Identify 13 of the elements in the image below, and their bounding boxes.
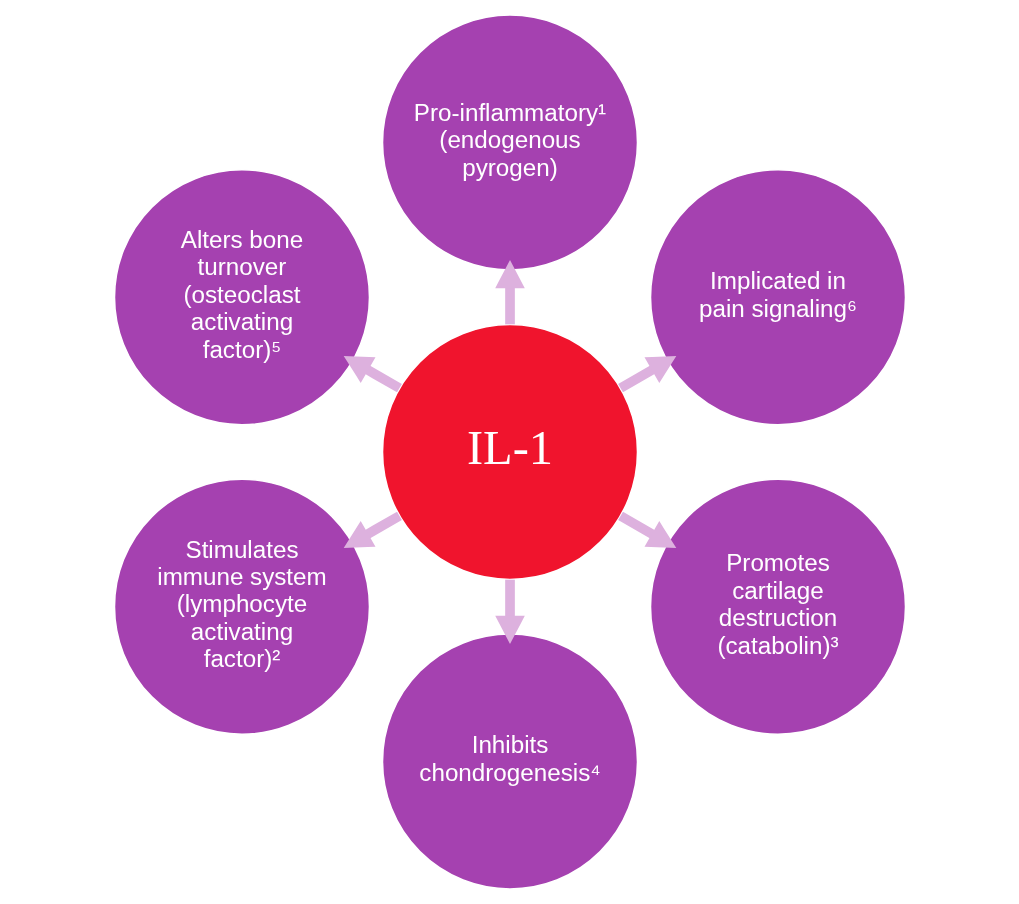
node-circle: Pro-inflammatory¹ (endogenous pyrogen) xyxy=(381,14,638,271)
node-circle: Stimulates immune system (lymphocyte activating factor)² xyxy=(113,478,370,736)
node-circle: Promotes cartilage destruction (catabolin)³ xyxy=(649,478,906,736)
node-circle: Implicated in pain signaling⁶ xyxy=(649,168,906,426)
arrow xyxy=(617,355,676,393)
arrow xyxy=(343,511,402,549)
arrow xyxy=(494,579,525,645)
node-circle: Inhibits chondrogenesis⁴ xyxy=(381,633,638,890)
arrow xyxy=(343,355,402,393)
node-circle: IL-1 xyxy=(381,323,638,581)
node-circle: Alters bone turnover (osteoclast activating factor)⁵ xyxy=(113,168,370,426)
arrow xyxy=(617,511,676,549)
arrow xyxy=(494,259,525,325)
